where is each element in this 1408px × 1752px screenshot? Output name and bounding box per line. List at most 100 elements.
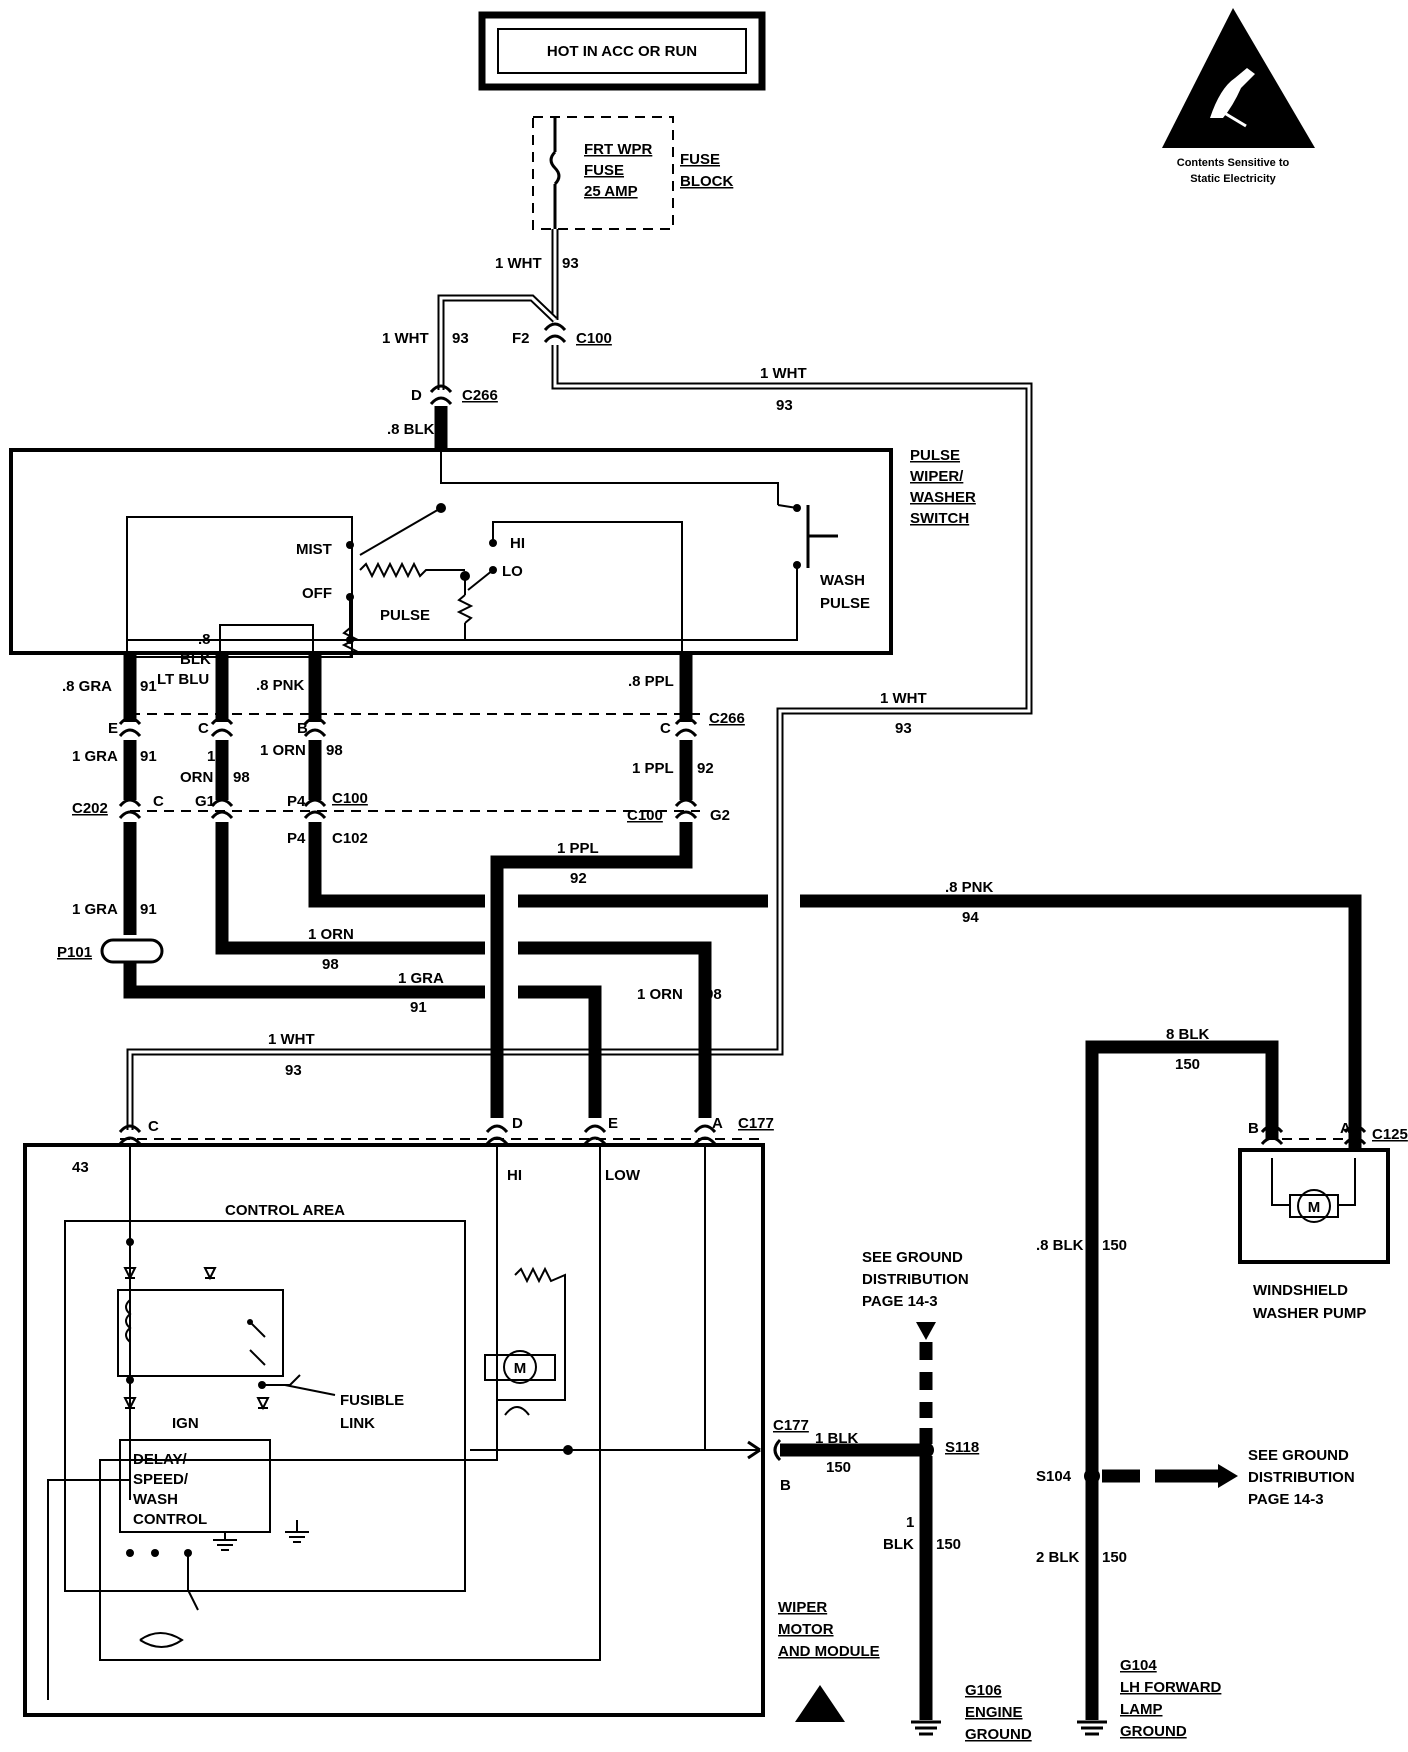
control-line-4: CONTROL: [133, 1511, 207, 1528]
pos-mist: MIST: [296, 541, 332, 558]
switch-housing: MIST OFF PULSE HI LO WASH PULSE: [9, 448, 893, 660]
wire-label-ppl1-b: 1 PPL: [557, 840, 599, 857]
pulse-resistor-icon: [359, 561, 465, 579]
pin-e-c266: E: [108, 720, 118, 737]
wire-label-blk: BLK: [883, 1536, 914, 1553]
fusible-link-1: FUSIBLE: [340, 1392, 404, 1409]
see-ground-2-line1: SEE GROUND: [1248, 1447, 1349, 1464]
module-hi: HI: [507, 1167, 522, 1184]
see-ground-2-line2: DISTRIBUTION: [1248, 1469, 1355, 1486]
control-line-2: SPEED/: [133, 1471, 189, 1488]
fuse-rating: 25 AMP: [584, 183, 638, 200]
wire-pnk-94: [303, 653, 1362, 1150]
connector-c266-top: C266: [462, 387, 498, 404]
wire-label-blk8b: BLK: [180, 651, 211, 668]
warning-line-1: Contents Sensitive to: [1177, 157, 1290, 169]
module-label-1: WIPER: [778, 1599, 827, 1616]
connector-c102: C102: [332, 830, 368, 847]
ground-g106: [911, 1322, 941, 1736]
module-label-3: AND MODULE: [778, 1643, 880, 1660]
ground-g106-line1: ENGINE: [965, 1704, 1023, 1721]
switch-label-4: SWITCH: [910, 510, 969, 527]
wire-num-150-d: 150: [1102, 1237, 1127, 1254]
wire-orn-98: [210, 653, 712, 1118]
ground-g106-id: G106: [965, 1682, 1002, 1699]
wire-label-wht-top: 1 WHT: [495, 255, 542, 272]
pin-f2: F2: [512, 330, 530, 347]
wire-label-gra1-b: 1 GRA: [72, 901, 118, 918]
switch-label-1: PULSE: [910, 447, 960, 464]
wire-label-gra1-c: 1 GRA: [398, 970, 444, 987]
wire-label-gra1-a: 1 GRA: [72, 748, 118, 765]
pin-b-c177: B: [780, 1477, 791, 1494]
wire-label-wht-bottom: 1 WHT: [268, 1031, 315, 1048]
ign-label: IGN: [172, 1415, 199, 1432]
wire-label-pnk8: .8 PNK: [256, 677, 305, 694]
wire-num-150-e: 150: [1102, 1549, 1127, 1566]
pos-wash: WASH: [820, 572, 865, 589]
ground-g104-icon: [1077, 1720, 1107, 1736]
wire-label-wht-right: 1 WHT: [760, 365, 807, 382]
module-ground-icon: [285, 1520, 309, 1543]
pump-label-2: WASHER PUMP: [1253, 1305, 1366, 1322]
wire-num-91-c: 91: [140, 901, 157, 918]
see-ground-1-line3: PAGE 14-3: [862, 1293, 938, 1310]
wire-label-blk8: .8 BLK: [387, 421, 435, 438]
wire-ppl-92: [490, 653, 698, 1118]
wire-num-98-d: 98: [326, 742, 343, 759]
connector-c100-right: C100: [627, 807, 663, 824]
pump-motor-icon: M: [1308, 1199, 1321, 1216]
pin-d-c266: D: [411, 387, 422, 404]
windshield-washer-pump: M: [1085, 1040, 1390, 1720]
module-low: LOW: [605, 1167, 641, 1184]
switch-label-3: WASHER: [910, 489, 976, 506]
wire-num-94: 94: [962, 909, 979, 926]
pos-lo: LO: [502, 563, 523, 580]
see-ground-2-line3: PAGE 14-3: [1248, 1491, 1324, 1508]
pos-wash-pulse: PULSE: [820, 595, 870, 612]
wire-num-150-b: 150: [936, 1536, 961, 1553]
wire-label-orn1-a: 1 ORN: [308, 926, 354, 943]
control-line-3: WASH: [133, 1491, 178, 1508]
pump-label-1: WINDSHIELD: [1253, 1282, 1348, 1299]
pin-a-c177: A: [712, 1115, 723, 1132]
wire-num-150-c: 150: [1175, 1056, 1200, 1073]
wire-num-93-top: 93: [562, 255, 579, 272]
wire-num-98-c: 98: [705, 986, 722, 1003]
power-source-label: HOT IN ACC OR RUN: [547, 43, 697, 60]
switch-label-2: WIPER/: [910, 468, 964, 485]
connector-p101: P101: [57, 944, 92, 961]
wire-num-98-a: 98: [233, 769, 250, 786]
wire-label-blk8c: 8 BLK: [1166, 1026, 1210, 1043]
pos-off: OFF: [302, 585, 332, 602]
splice-s104: S104: [1036, 1468, 1072, 1485]
wire-num-93-right: 93: [776, 397, 793, 414]
pos-hi: HI: [510, 535, 525, 552]
static-warning: Contents Sensitive to Static Electricity: [1162, 8, 1315, 185]
wire-num-91-a: 91: [140, 678, 157, 695]
wire-gra-91: [100, 653, 602, 1118]
pin-c-c266: C: [198, 720, 209, 737]
wire-num-91-b: 91: [140, 748, 157, 765]
connector-c100-mid: C100: [332, 790, 368, 807]
ground-g106-line2: GROUND: [965, 1726, 1032, 1743]
wire-label-ppl8: .8 PPL: [628, 673, 674, 690]
connector-c177-bottom: C177: [773, 1417, 809, 1434]
ground-g104-id: G104: [1120, 1657, 1157, 1674]
wire-label-orn1-b: 1 ORN: [637, 986, 683, 1003]
pin-g2: G2: [710, 807, 730, 824]
ground-g104-line3: GROUND: [1120, 1723, 1187, 1740]
ground-g104-line2: LAMP: [1120, 1701, 1163, 1718]
control-area-label: CONTROL AREA: [225, 1202, 345, 1219]
wire-num-1: 1: [906, 1514, 914, 1531]
pin-c-c202: C: [153, 793, 164, 810]
fuse-block: FRT WPR FUSE 25 AMP FUSE BLOCK: [532, 116, 733, 230]
wire-wht-93: [126, 229, 1033, 1130]
control-line-1: DELAY/: [133, 1451, 187, 1468]
wire-label-wht-right2: 1 WHT: [880, 690, 927, 707]
ground-g104-line1: LH FORWARD: [1120, 1679, 1222, 1696]
wire-label-blk1-a: 1 BLK: [815, 1430, 859, 1447]
connector-c100-top: C100: [576, 330, 612, 347]
grommet-icon: [100, 938, 164, 964]
